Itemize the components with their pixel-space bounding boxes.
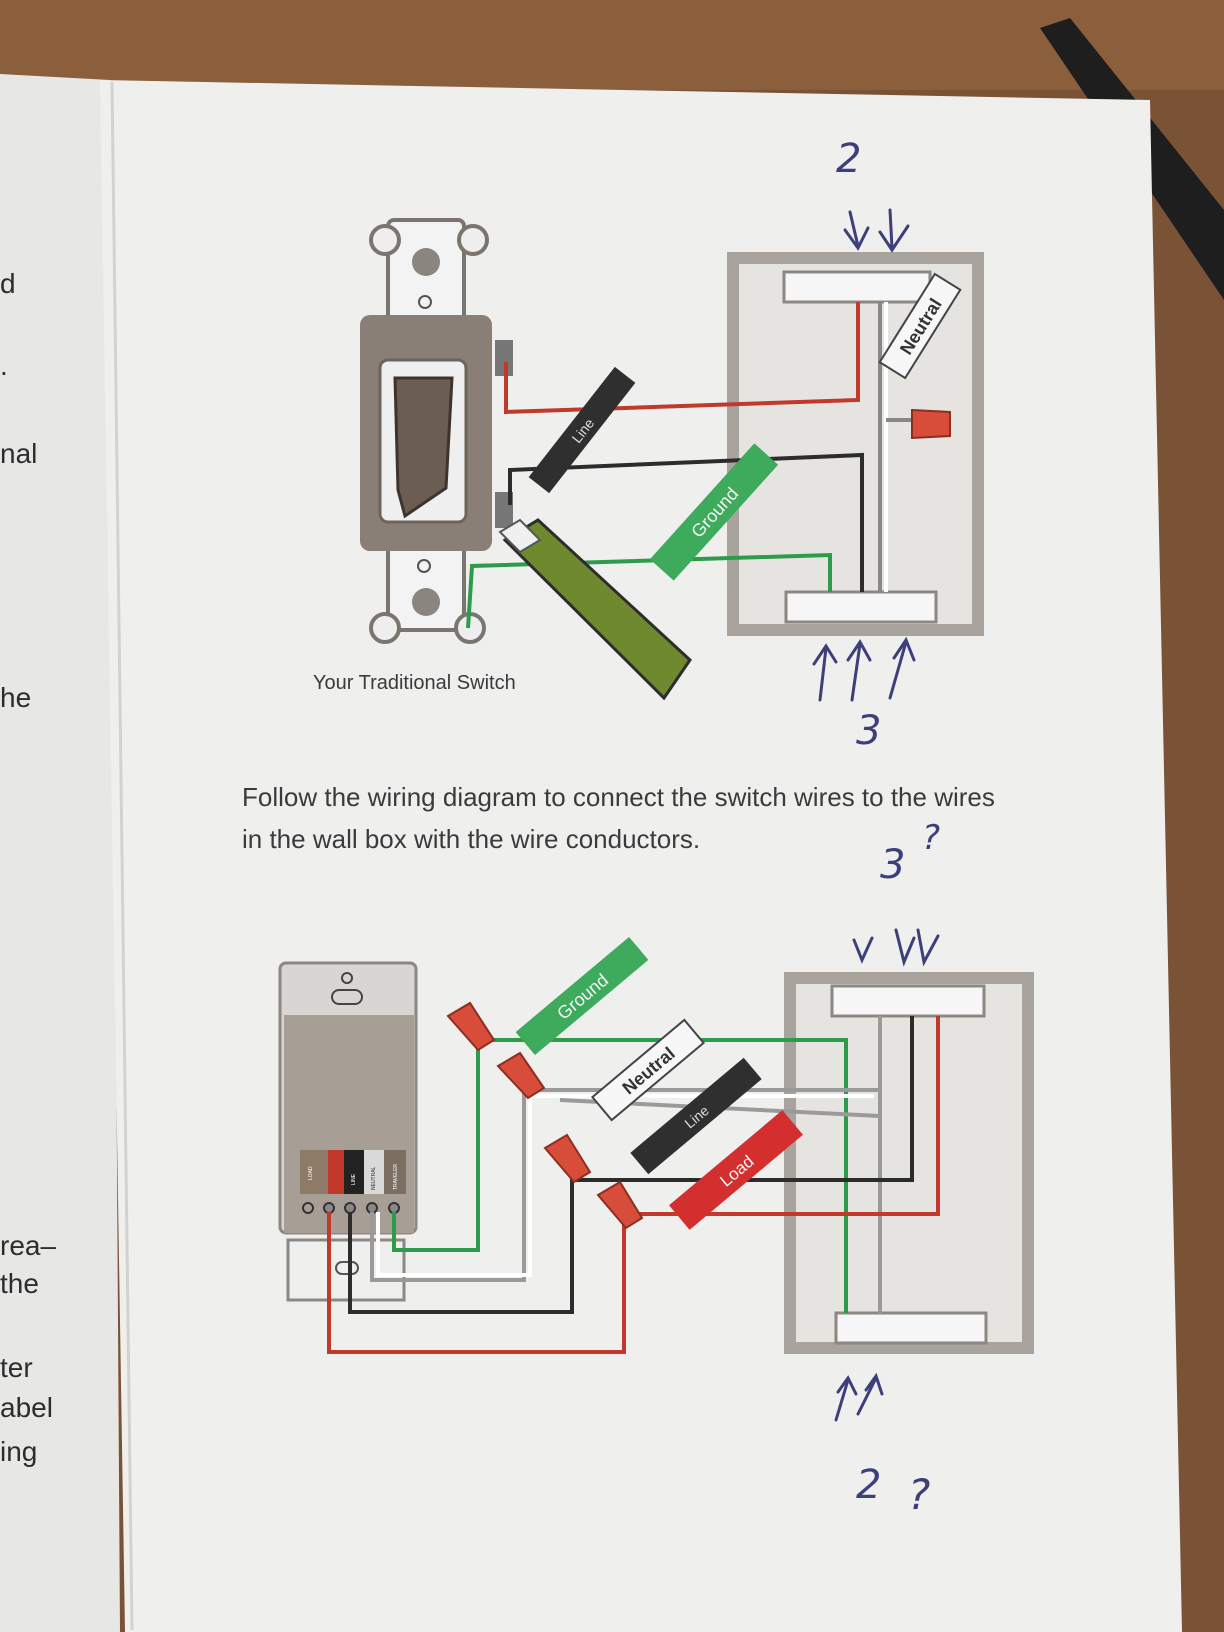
- handwritten-middle-question: ?: [922, 818, 941, 858]
- wood-grain: [0, 0, 1224, 90]
- label-term-1: LINE: [351, 1173, 357, 1185]
- left-page-fragment-8: abel: [0, 1392, 53, 1423]
- bottom-wires: [327, 1016, 940, 1354]
- handwritten-top-count: 2: [836, 136, 862, 182]
- handwritten-middle-count: 3: [880, 842, 906, 888]
- label-term-2: NEUTRAL: [371, 1166, 377, 1190]
- bottom-smart-switch: LOAD LINE NEUTRAL TRAVELER: [278, 961, 418, 1302]
- bottom-wire-nuts: [446, 1001, 644, 1230]
- left-page-fragment-9: ing: [0, 1436, 38, 1467]
- left-page-fragment-7: ter: [0, 1352, 33, 1383]
- label-term-0: LOAD: [308, 1166, 314, 1180]
- top-traditional-switch: [360, 218, 513, 644]
- instruction-text: Follow the wiring diagram to connect the…: [242, 782, 995, 854]
- voltage-tester-icon: [498, 518, 692, 701]
- tag-bottom-neutral: Neutral: [590, 1018, 706, 1122]
- page-fold: [110, 81, 134, 1631]
- handwritten-arrows: [812, 208, 940, 1422]
- left-page-fragment-2: .: [0, 350, 8, 381]
- left-page: [0, 74, 120, 1632]
- handwritten-top-bottom-count: 3: [856, 708, 882, 754]
- left-page-fragment-1: d: [0, 268, 16, 299]
- left-page-fragment-4: he: [0, 682, 32, 713]
- left-page-fragment-3: nal: [0, 438, 38, 469]
- left-page-fragment-5: rea–: [0, 1230, 57, 1261]
- left-page-fragment-6: the: [0, 1268, 39, 1299]
- label-term-3: TRAVELER: [393, 1164, 399, 1190]
- handwritten-bottom-count: 2: [856, 1462, 882, 1508]
- top-wire-nut: [911, 408, 951, 440]
- top-diagram-caption: Your Traditional Switch: [313, 672, 516, 694]
- bottom-wall-box: [784, 972, 1034, 1354]
- handwritten-bottom-question: ?: [908, 1470, 931, 1519]
